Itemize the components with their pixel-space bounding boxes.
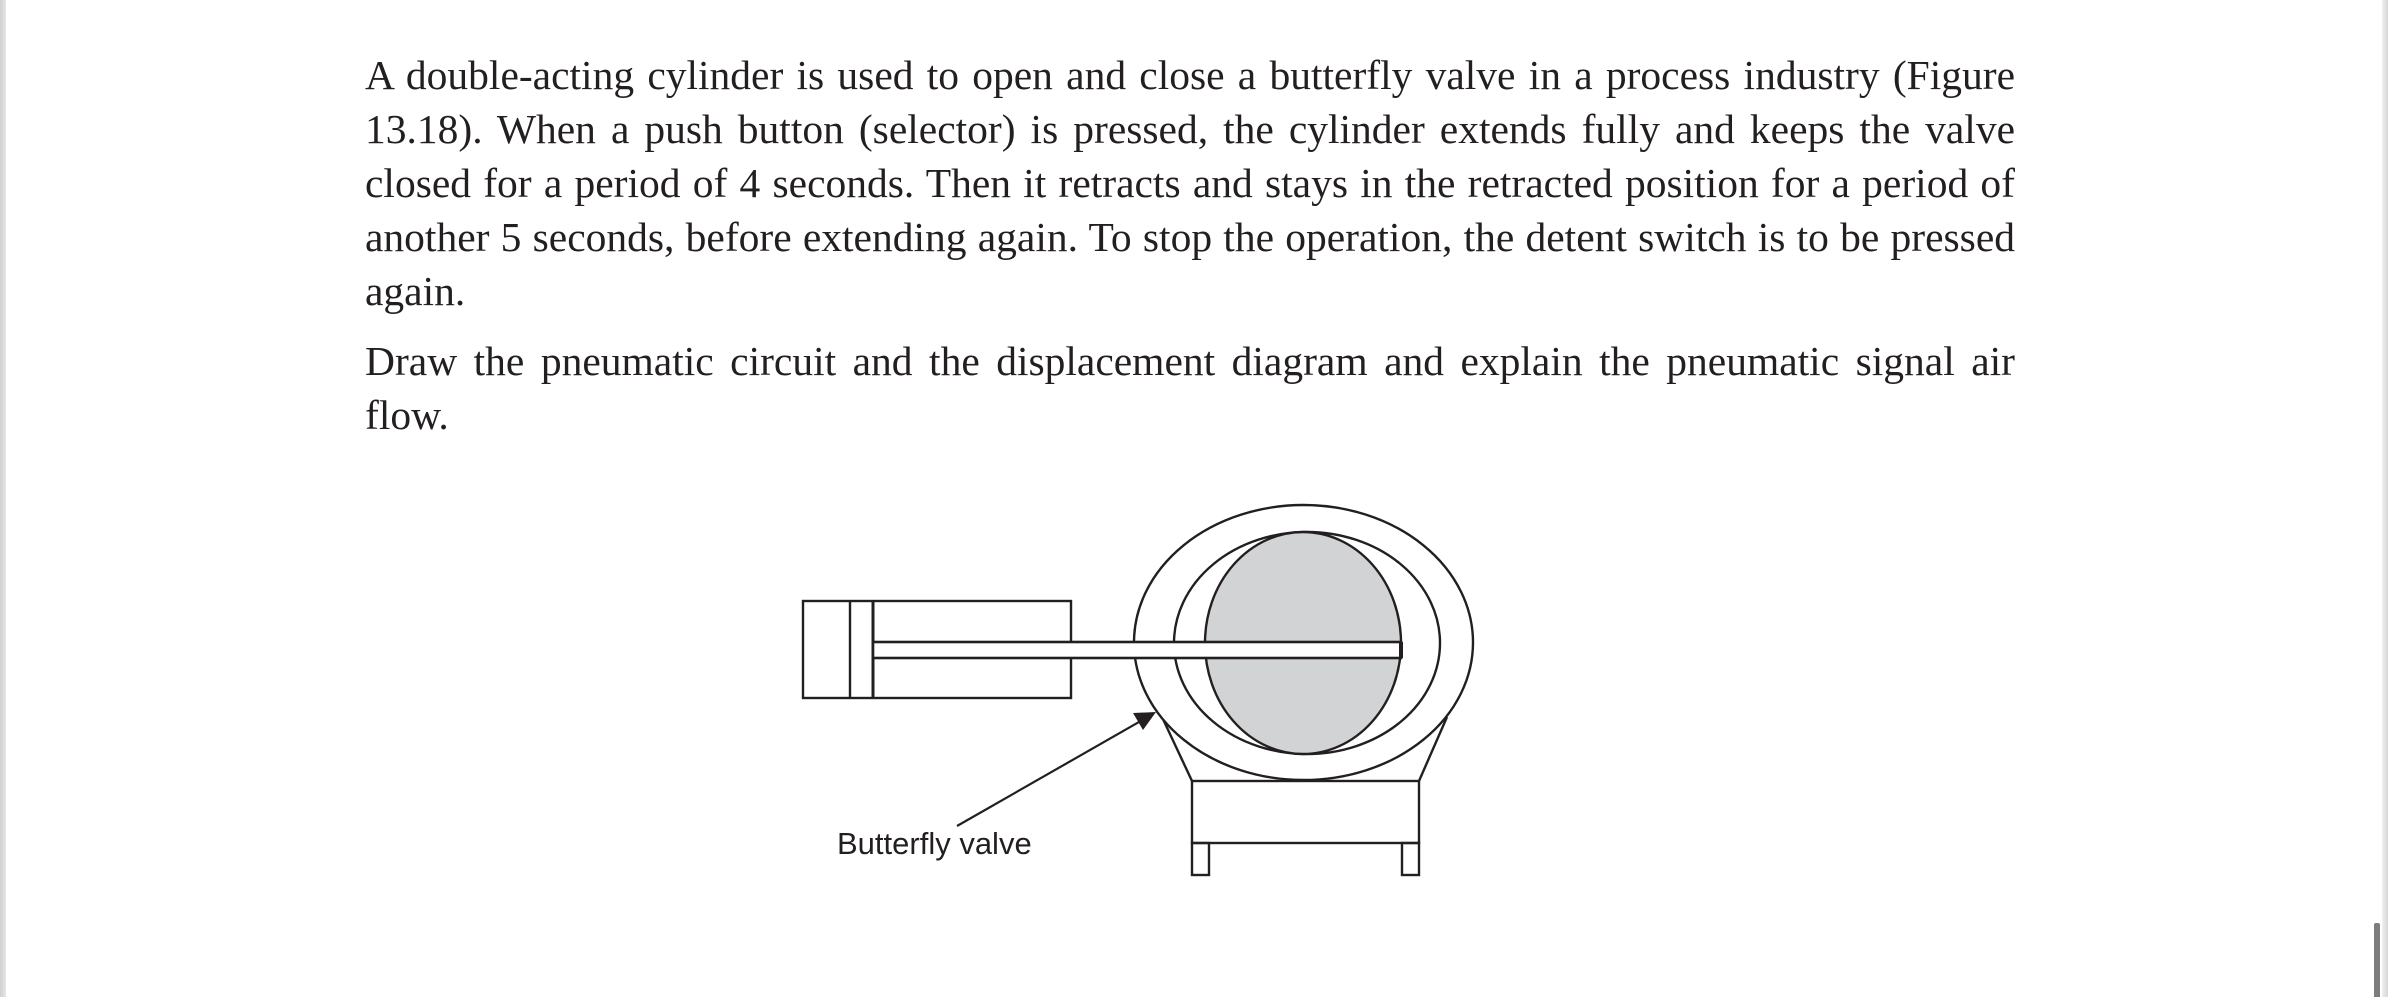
- scrollbar-thumb[interactable]: [2374, 923, 2380, 997]
- figure-label-butterfly-valve: Butterfly valve: [837, 826, 1032, 861]
- left-support-leg: [1160, 716, 1194, 782]
- valve-foot-right: [1400, 841, 1421, 877]
- butterfly-disc: [1203, 530, 1403, 756]
- right-support-leg: [1417, 716, 1449, 782]
- leader-arrowhead-icon: [1133, 712, 1156, 730]
- piston-rod: [871, 640, 1403, 660]
- valve-foot-left: [1190, 841, 1211, 877]
- valve-base: [1190, 779, 1421, 845]
- page-left-border: [0, 0, 6, 997]
- problem-statement-paragraph: A double-acting cylinder is used to open…: [365, 52, 2015, 314]
- viewer-scroll-track[interactable]: [2382, 0, 2388, 997]
- valve-body-inner-ring: [1172, 530, 1442, 756]
- task-instruction-paragraph: Draw the pneumatic circuit and the displ…: [365, 338, 2015, 438]
- leader-arrow-line: [956, 717, 1147, 827]
- valve-body-outer-ring: [1132, 503, 1475, 782]
- cylinder-body: [801, 599, 1073, 700]
